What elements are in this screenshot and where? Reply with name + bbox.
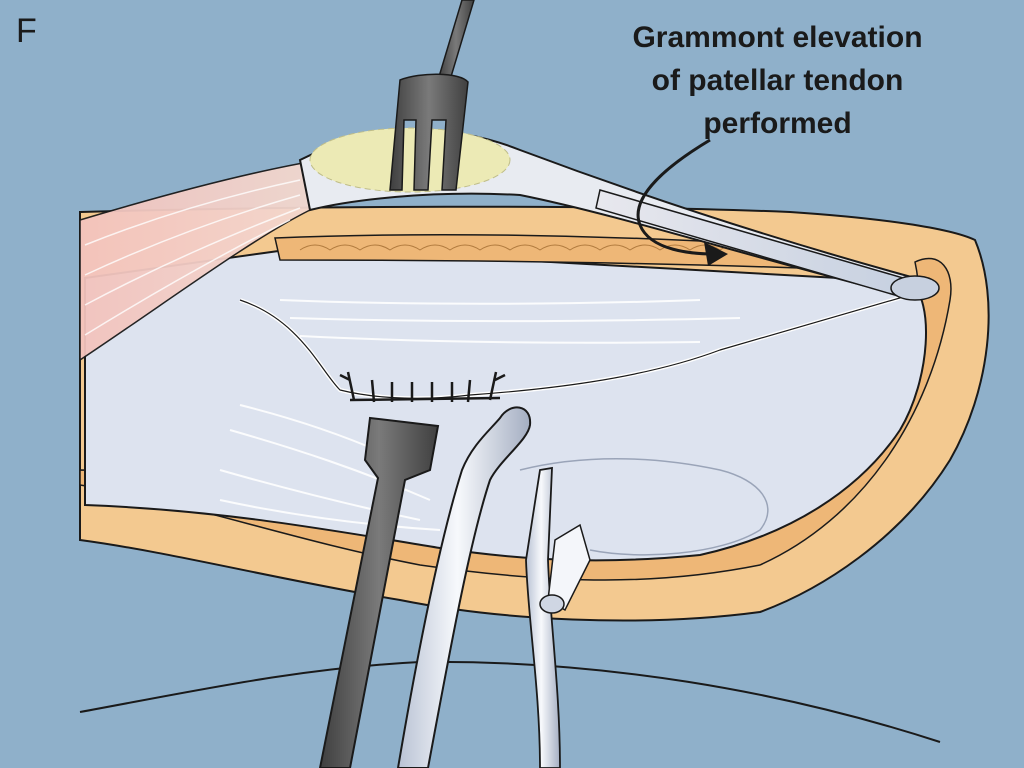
fat-lobules bbox=[299, 244, 751, 251]
forceps-icon bbox=[525, 466, 591, 768]
lower-limb-outline bbox=[79, 660, 941, 743]
callout-label: Grammont elevation of patellar tendon pe… bbox=[585, 16, 970, 145]
muscle-fibers bbox=[84, 179, 301, 336]
panel-letter: F bbox=[16, 12, 37, 50]
suction-tip-icon bbox=[396, 406, 532, 768]
retractor-fork-icon bbox=[389, 0, 475, 191]
callout-line-2: of patellar tendon bbox=[651, 64, 904, 97]
joint-capsule bbox=[84, 246, 928, 562]
arrow-icon bbox=[636, 138, 728, 266]
callout-line-3: performed bbox=[703, 107, 852, 140]
tibial-plateau bbox=[519, 458, 769, 556]
meniscal-sutures bbox=[339, 371, 506, 403]
patella bbox=[309, 127, 511, 193]
tibial-tubercle-attachment bbox=[890, 275, 940, 301]
capsule-fibers bbox=[219, 299, 741, 531]
callout-line-1: Grammont elevation bbox=[632, 21, 923, 54]
retractor-paddle-icon bbox=[318, 416, 440, 768]
